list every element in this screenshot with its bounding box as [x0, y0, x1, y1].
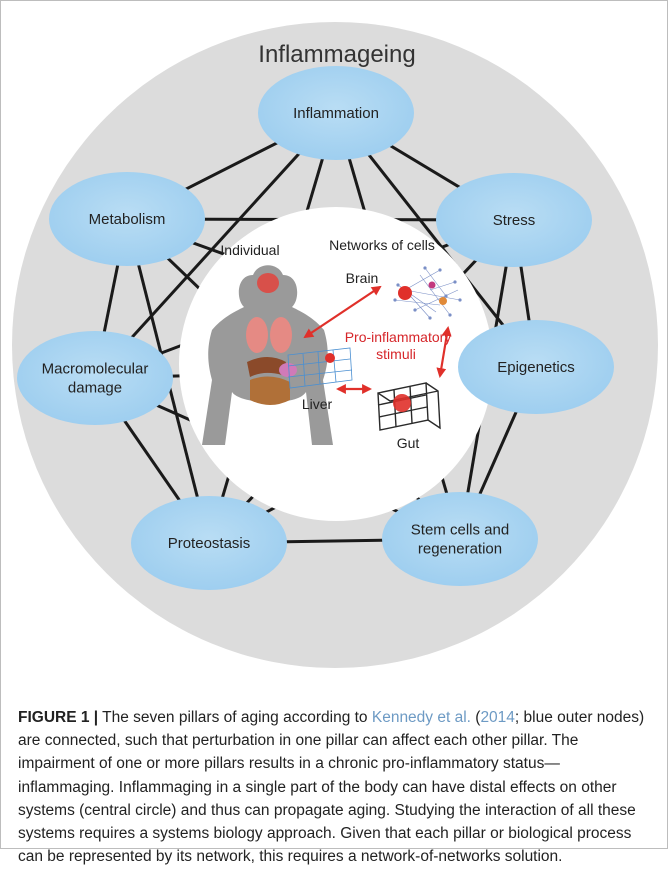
pillar-ellipse	[49, 172, 205, 266]
pillar-label: regeneration	[418, 541, 502, 558]
citation-link[interactable]: Kennedy et al.	[371, 709, 471, 726]
pillar-label: Epigenetics	[497, 359, 575, 376]
citation-year-link[interactable]: 2014	[480, 709, 515, 726]
pillar-label: Inflammation	[293, 105, 379, 122]
pillar-node-stem-cells: Stem cells and regeneration	[382, 492, 538, 586]
liver-label: Liver	[302, 396, 333, 412]
pillar-ellipse	[258, 66, 414, 160]
interaction-arrows	[303, 285, 452, 394]
pillar-label: Stem cells and	[411, 522, 509, 539]
pillar-node-macromolecular: Macromolecular damage	[17, 331, 173, 425]
liver-lattice-illustration	[287, 347, 353, 389]
pillar-node-metabolism: Metabolism	[49, 172, 205, 266]
figure-caption: FIGURE 1 | The seven pillars of aging ac…	[18, 706, 654, 868]
stimuli-label-line1: Pro-inflammatory	[345, 329, 452, 345]
figure-graphic: Inflammageing	[12, 22, 658, 668]
pillar-label: damage	[68, 380, 122, 397]
pillar-ellipse	[458, 320, 614, 414]
pillar-label: Proteostasis	[168, 535, 251, 552]
pillar-ellipse	[382, 492, 538, 586]
pillar-ellipse	[436, 173, 592, 267]
figure-label: FIGURE 1 |	[18, 709, 99, 726]
caption-text-end: ; blue outer nodes) are connected, such …	[18, 709, 645, 866]
networks-of-cells-label: Networks of cells	[329, 237, 435, 253]
caption-text-start: The seven pillars of aging according to	[98, 709, 372, 726]
caption-paren: (	[470, 709, 481, 726]
pillar-ellipse	[131, 496, 287, 590]
pillar-node-inflammation: Inflammation	[258, 66, 414, 160]
pillar-label: Macromolecular	[42, 361, 149, 378]
outer-title: Inflammageing	[258, 41, 415, 68]
gut-cube-illustration	[377, 382, 441, 431]
pillar-ellipse	[17, 331, 173, 425]
pillar-node-stress: Stress	[436, 173, 592, 267]
individual-body-illustration	[202, 265, 333, 445]
pillar-label: Stress	[493, 212, 536, 229]
individual-label: Individual	[220, 242, 279, 258]
pillar-node-epigenetics: Epigenetics	[458, 320, 614, 414]
gut-label: Gut	[397, 435, 420, 451]
pillar-node-proteostasis: Proteostasis	[131, 496, 287, 590]
brain-label: Brain	[346, 270, 379, 286]
brain-network-illustration	[393, 266, 462, 320]
pillar-edge	[93, 111, 338, 380]
stimuli-label-line2: stimuli	[376, 346, 416, 362]
pillar-label: Metabolism	[89, 211, 166, 228]
